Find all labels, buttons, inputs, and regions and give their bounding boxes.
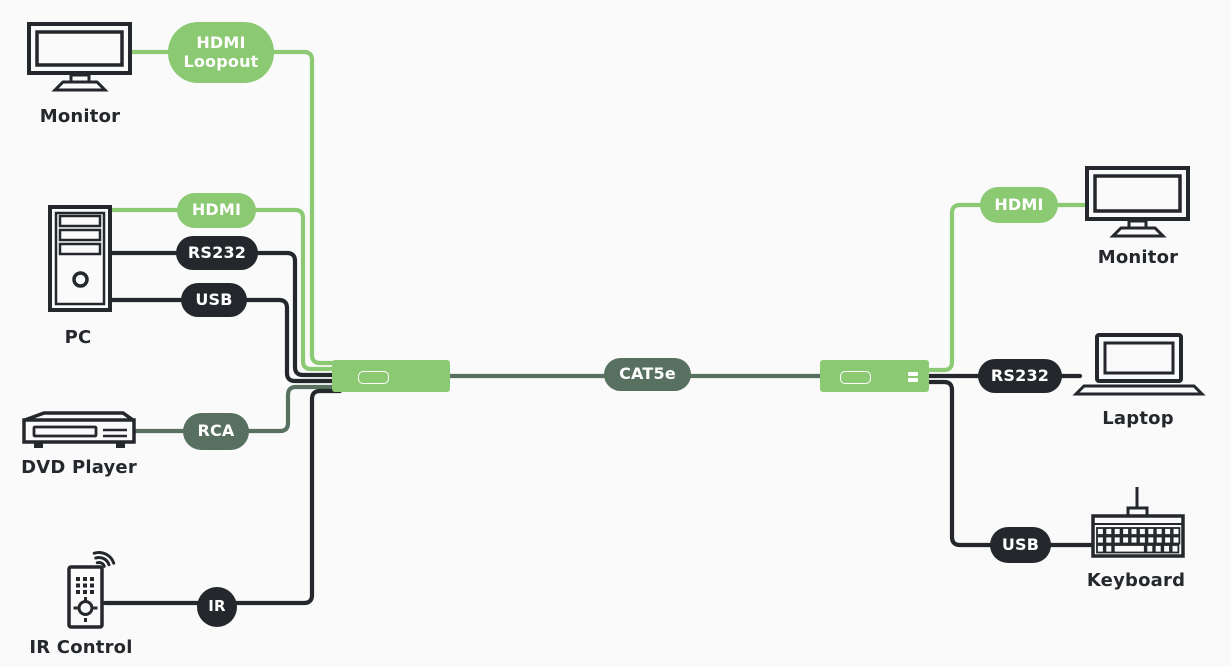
rs232-display-label: RS232 <box>990 365 1050 385</box>
hdmi-source-label: HDMI <box>191 200 242 220</box>
hdmi-loopout-label-line2: Loopout <box>183 51 259 71</box>
ir-control-label: IR Control <box>29 637 133 658</box>
cable-hdmi-loopout <box>129 49 343 366</box>
usb-source-label: USB <box>195 289 233 309</box>
ir-pill: IR <box>197 587 237 627</box>
rca-pill: RCA <box>183 413 249 450</box>
rs232-source-pill: RS232 <box>176 236 258 270</box>
cable-rca <box>130 384 343 434</box>
cable-usb-display <box>926 379 1094 548</box>
ir-label: IR <box>208 597 226 616</box>
pc-tower-icon <box>48 205 112 312</box>
hdmi-source-pill: HDMI <box>177 193 256 228</box>
ir-remote-icon <box>67 551 116 629</box>
wireless-waves-icon <box>92 551 116 568</box>
laptop-label: Laptop <box>1102 408 1174 429</box>
hdmi-display-label: HDMI <box>994 194 1044 214</box>
receiver-indicator-icon <box>908 372 918 376</box>
monitor-icon <box>27 22 132 92</box>
usb-display-pill: USB <box>990 527 1051 563</box>
hdmi-loopout-label-line1: HDMI <box>196 32 246 52</box>
monitor-icon <box>1085 166 1190 238</box>
hdmi-display-pill: HDMI <box>980 187 1058 223</box>
cat5e-label: CAT5e <box>619 364 676 384</box>
usb-display-label: USB <box>1001 534 1040 554</box>
cable-hdmi-source <box>109 207 343 372</box>
receiver-unit <box>820 360 929 392</box>
transmitter-port-icon <box>358 371 389 384</box>
rs232-source-label: RS232 <box>187 242 247 262</box>
pc-label: PC <box>64 327 92 348</box>
usb-source-pill: USB <box>181 283 247 317</box>
cable-usb-source <box>109 297 343 384</box>
cat5e-pill: CAT5e <box>604 358 691 391</box>
laptop-icon <box>1072 333 1206 396</box>
rca-label: RCA <box>197 421 235 441</box>
rs232-display-pill: RS232 <box>978 359 1062 393</box>
keyboard-label: Keyboard <box>1086 570 1186 591</box>
dvd-player-label: DVD Player <box>21 457 137 478</box>
keyboard-icon <box>1091 487 1185 558</box>
transmitter-unit <box>332 360 450 392</box>
cable-rs232-source <box>109 250 343 378</box>
monitor-right-label: Monitor <box>1097 247 1179 268</box>
cable-ir <box>102 388 343 606</box>
receiver-port-icon <box>840 371 871 384</box>
receiver-indicator-icon <box>908 378 918 382</box>
hdmi-loopout-pill: HDMI Loopout <box>168 22 274 83</box>
cable-hdmi-display <box>926 202 1088 373</box>
dvd-player-icon <box>22 411 136 448</box>
monitor-left-label: Monitor <box>39 106 121 127</box>
